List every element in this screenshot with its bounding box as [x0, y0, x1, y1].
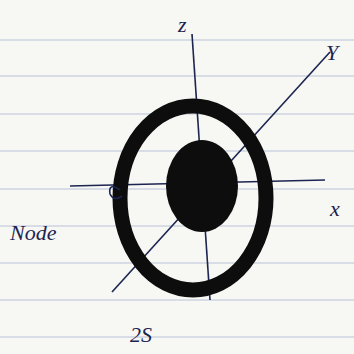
axis-label: x [330, 198, 340, 220]
axis-label: Y [326, 42, 338, 64]
axis-label: z [178, 14, 187, 36]
orbital-label: 2S [130, 324, 152, 346]
node-label: Node [10, 222, 56, 244]
